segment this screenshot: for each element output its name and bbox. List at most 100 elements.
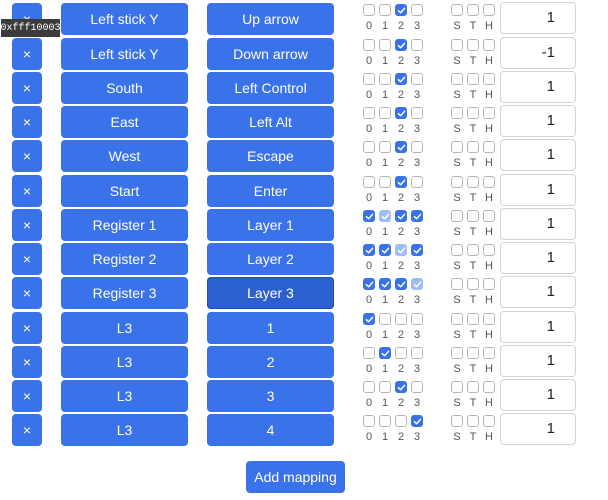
layer-checkbox-3[interactable] (411, 278, 423, 290)
layer-checkbox-3[interactable] (411, 141, 423, 153)
value-input[interactable]: 1 (500, 242, 576, 274)
modifier-checkbox-s[interactable] (451, 381, 463, 393)
delete-mapping-button[interactable]: × (12, 72, 42, 104)
delete-mapping-button[interactable]: × (12, 346, 42, 378)
delete-mapping-button[interactable]: × (12, 106, 42, 138)
layer-checkbox-2[interactable] (395, 347, 407, 359)
target-output-button[interactable]: 4 (207, 414, 334, 446)
modifier-checkbox-t[interactable] (467, 39, 479, 51)
value-input[interactable]: 1 (500, 71, 576, 103)
delete-mapping-button[interactable]: × (12, 312, 42, 344)
source-input-button[interactable]: L3 (61, 414, 188, 446)
modifier-checkbox-h[interactable] (483, 4, 495, 16)
layer-checkbox-0[interactable] (363, 107, 375, 119)
value-input[interactable]: 1 (500, 345, 576, 377)
modifier-checkbox-t[interactable] (467, 107, 479, 119)
value-input[interactable]: 1 (500, 2, 576, 34)
modifier-checkbox-h[interactable] (483, 347, 495, 359)
layer-checkbox-2[interactable] (395, 244, 407, 256)
layer-checkbox-2[interactable] (395, 4, 407, 16)
layer-checkbox-2[interactable] (395, 278, 407, 290)
target-output-button[interactable]: 2 (207, 346, 334, 378)
modifier-checkbox-s[interactable] (451, 278, 463, 290)
layer-checkbox-0[interactable] (363, 278, 375, 290)
layer-checkbox-1[interactable] (379, 141, 391, 153)
modifier-checkbox-h[interactable] (483, 244, 495, 256)
modifier-checkbox-h[interactable] (483, 210, 495, 222)
layer-checkbox-3[interactable] (411, 415, 423, 427)
target-output-button[interactable]: Layer 1 (207, 209, 334, 241)
layer-checkbox-1[interactable] (379, 278, 391, 290)
delete-mapping-button[interactable]: × (12, 140, 42, 172)
modifier-checkbox-h[interactable] (483, 107, 495, 119)
modifier-checkbox-s[interactable] (451, 141, 463, 153)
modifier-checkbox-s[interactable] (451, 39, 463, 51)
layer-checkbox-1[interactable] (379, 4, 391, 16)
value-input[interactable]: 1 (500, 379, 576, 411)
layer-checkbox-1[interactable] (379, 39, 391, 51)
modifier-checkbox-s[interactable] (451, 107, 463, 119)
layer-checkbox-3[interactable] (411, 347, 423, 359)
source-input-button[interactable]: Left stick Y (61, 3, 188, 35)
modifier-checkbox-t[interactable] (467, 381, 479, 393)
modifier-checkbox-s[interactable] (451, 73, 463, 85)
layer-checkbox-3[interactable] (411, 107, 423, 119)
layer-checkbox-1[interactable] (379, 210, 391, 222)
layer-checkbox-2[interactable] (395, 73, 407, 85)
layer-checkbox-3[interactable] (411, 39, 423, 51)
source-input-button[interactable]: Register 2 (61, 243, 188, 275)
value-input[interactable]: 1 (500, 413, 576, 445)
layer-checkbox-0[interactable] (363, 4, 375, 16)
layer-checkbox-2[interactable] (395, 381, 407, 393)
layer-checkbox-0[interactable] (363, 176, 375, 188)
layer-checkbox-1[interactable] (379, 313, 391, 325)
target-output-button[interactable]: Up arrow (207, 3, 334, 35)
target-output-button[interactable]: Escape (207, 140, 334, 172)
modifier-checkbox-t[interactable] (467, 176, 479, 188)
modifier-checkbox-t[interactable] (467, 278, 479, 290)
modifier-checkbox-s[interactable] (451, 244, 463, 256)
modifier-checkbox-h[interactable] (483, 313, 495, 325)
layer-checkbox-0[interactable] (363, 73, 375, 85)
delete-mapping-button[interactable]: × (12, 277, 42, 309)
layer-checkbox-3[interactable] (411, 176, 423, 188)
layer-checkbox-3[interactable] (411, 4, 423, 16)
source-input-button[interactable]: South (61, 72, 188, 104)
delete-mapping-button[interactable]: × (12, 175, 42, 207)
target-output-button[interactable]: Left Alt (207, 106, 334, 138)
modifier-checkbox-t[interactable] (467, 244, 479, 256)
layer-checkbox-1[interactable] (379, 415, 391, 427)
source-input-button[interactable]: L3 (61, 312, 188, 344)
modifier-checkbox-h[interactable] (483, 278, 495, 290)
value-input[interactable]: 1 (500, 174, 576, 206)
modifier-checkbox-t[interactable] (467, 347, 479, 359)
delete-mapping-button[interactable]: × (12, 209, 42, 241)
layer-checkbox-1[interactable] (379, 347, 391, 359)
source-input-button[interactable]: Start (61, 175, 188, 207)
source-input-button[interactable]: Register 1 (61, 209, 188, 241)
value-input[interactable]: 1 (500, 208, 576, 240)
modifier-checkbox-s[interactable] (451, 4, 463, 16)
modifier-checkbox-h[interactable] (483, 141, 495, 153)
source-input-button[interactable]: L3 (61, 346, 188, 378)
value-input[interactable]: 1 (500, 276, 576, 308)
layer-checkbox-0[interactable] (363, 381, 375, 393)
target-output-button[interactable]: Layer 2 (207, 243, 334, 275)
modifier-checkbox-t[interactable] (467, 313, 479, 325)
layer-checkbox-1[interactable] (379, 107, 391, 119)
layer-checkbox-2[interactable] (395, 313, 407, 325)
modifier-checkbox-s[interactable] (451, 415, 463, 427)
source-input-button[interactable]: Left stick Y (61, 38, 188, 70)
target-output-button[interactable]: Enter (207, 175, 334, 207)
layer-checkbox-3[interactable] (411, 313, 423, 325)
modifier-checkbox-t[interactable] (467, 141, 479, 153)
source-input-button[interactable]: L3 (61, 380, 188, 412)
value-input[interactable]: 1 (500, 311, 576, 343)
modifier-checkbox-h[interactable] (483, 39, 495, 51)
layer-checkbox-1[interactable] (379, 381, 391, 393)
modifier-checkbox-s[interactable] (451, 176, 463, 188)
layer-checkbox-3[interactable] (411, 73, 423, 85)
layer-checkbox-1[interactable] (379, 244, 391, 256)
delete-mapping-button[interactable]: × (12, 38, 42, 70)
layer-checkbox-2[interactable] (395, 107, 407, 119)
